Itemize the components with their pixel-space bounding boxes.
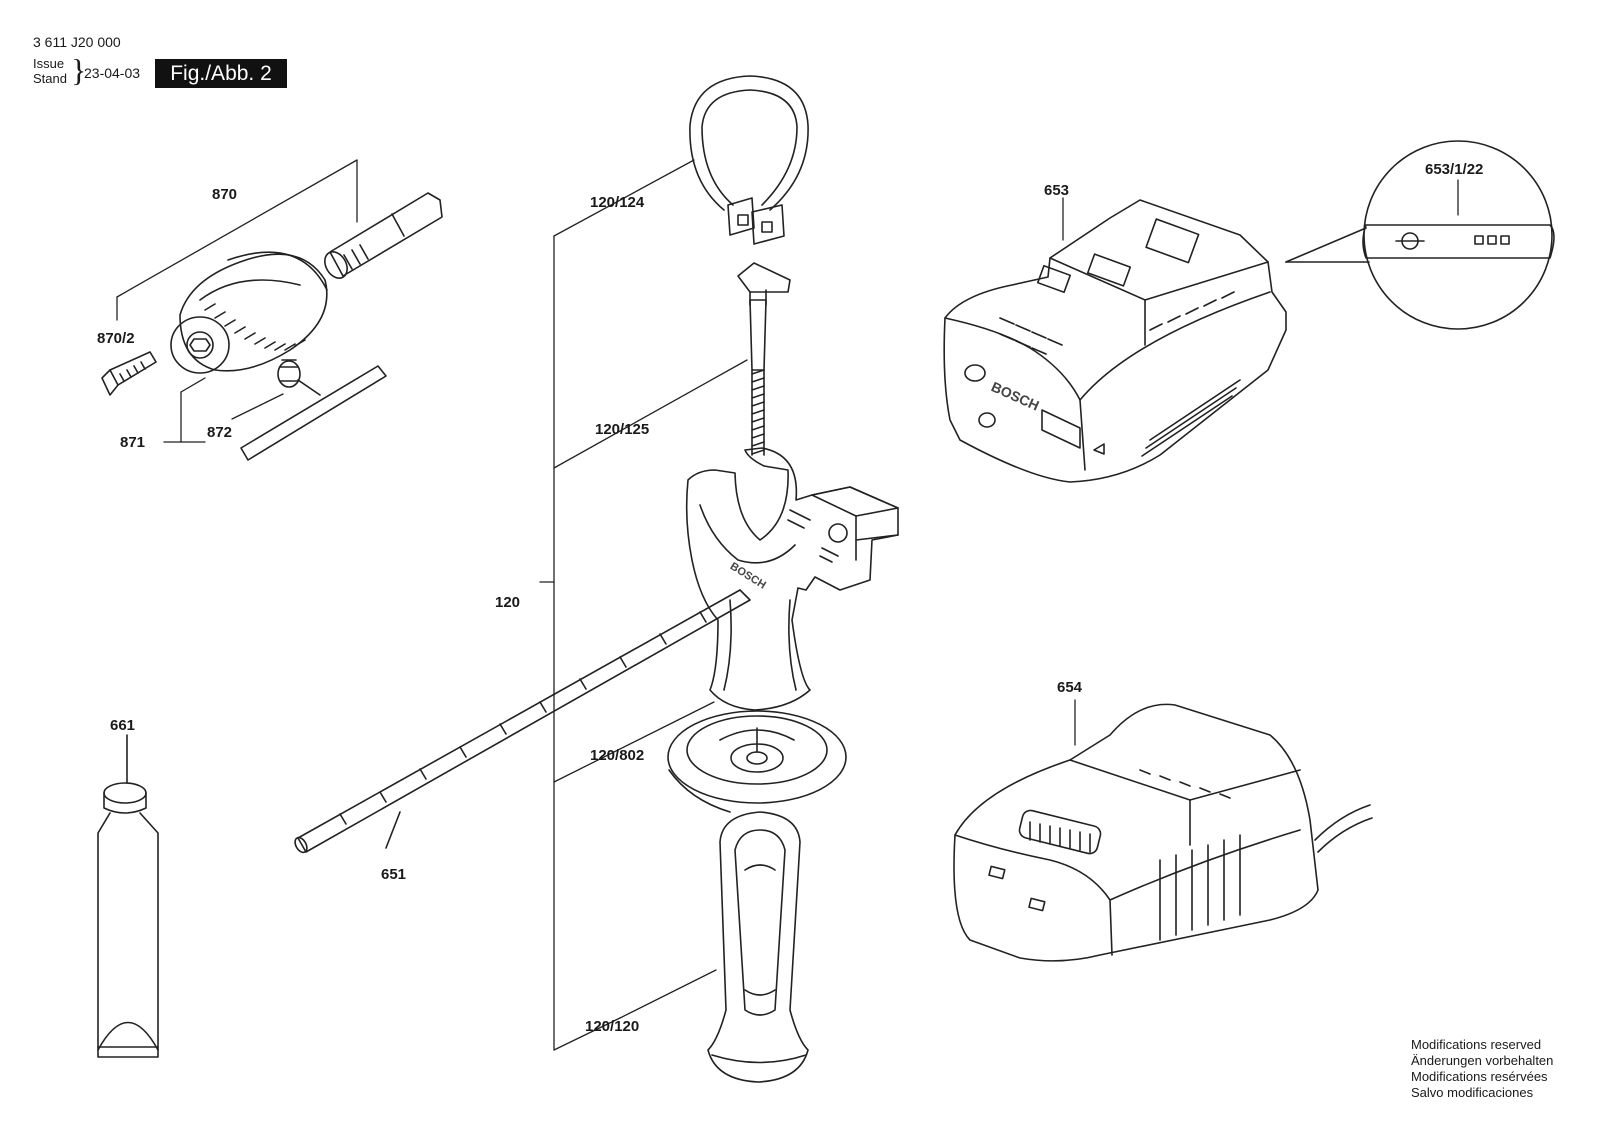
brace-glyph: } xyxy=(71,52,87,88)
callout-651: 651 xyxy=(381,866,407,883)
charger xyxy=(953,699,1373,962)
issue-date: 23-04-03 xyxy=(84,65,141,81)
grip-handle xyxy=(707,811,809,1083)
drill-chuck xyxy=(170,251,328,374)
handle-housing xyxy=(685,447,899,711)
callout-120-124: 120/124 xyxy=(590,194,645,211)
assembly-bracket-120 xyxy=(539,159,748,1051)
issue-label: Issue xyxy=(33,56,65,71)
issue-stand-label: Issue Stand xyxy=(33,56,67,86)
callout-654: 654 xyxy=(1057,679,1083,696)
callout-870-2: 870/2 xyxy=(97,330,135,347)
callout-653: 653 xyxy=(1044,182,1070,199)
figure-label: Fig./Abb. 2 xyxy=(155,59,287,88)
callout-661: 661 xyxy=(110,717,136,734)
callout-120: 120 xyxy=(495,594,521,611)
note-line: Modifications resérvées xyxy=(1411,1069,1548,1084)
note-line: Salvo modificaciones xyxy=(1411,1085,1534,1100)
note-line: Änderungen vorbehalten xyxy=(1411,1053,1554,1068)
band-clamp xyxy=(689,75,809,245)
callout-872: 872 xyxy=(207,424,233,441)
callout-870: 870 xyxy=(212,186,238,203)
callout-120-802: 120/802 xyxy=(590,747,645,764)
detail-magnifier xyxy=(1062,140,1555,330)
document-number: 3 611 J20 000 xyxy=(33,34,121,50)
chuck-key xyxy=(240,359,387,461)
depth-rod xyxy=(294,589,751,854)
callout-120-120: 120/120 xyxy=(585,1018,640,1035)
battery-pack xyxy=(943,199,1287,483)
handle-insert xyxy=(667,710,847,813)
note-line: Modifications reserved xyxy=(1411,1037,1542,1052)
chuck-screw xyxy=(101,351,157,396)
sds-adapter-shank xyxy=(324,192,443,279)
chuck-group-lines xyxy=(116,159,358,443)
callout-871: 871 xyxy=(120,434,146,451)
stand-label: Stand xyxy=(33,71,67,86)
callout-653-1-22: 653/1/22 xyxy=(1425,161,1484,178)
t-bolt xyxy=(737,262,791,456)
grease-tube xyxy=(97,734,159,1058)
modifications-notice: Modifications reserved Änderungen vorbeh… xyxy=(1411,1037,1553,1101)
callout-120-125: 120/125 xyxy=(595,421,650,438)
